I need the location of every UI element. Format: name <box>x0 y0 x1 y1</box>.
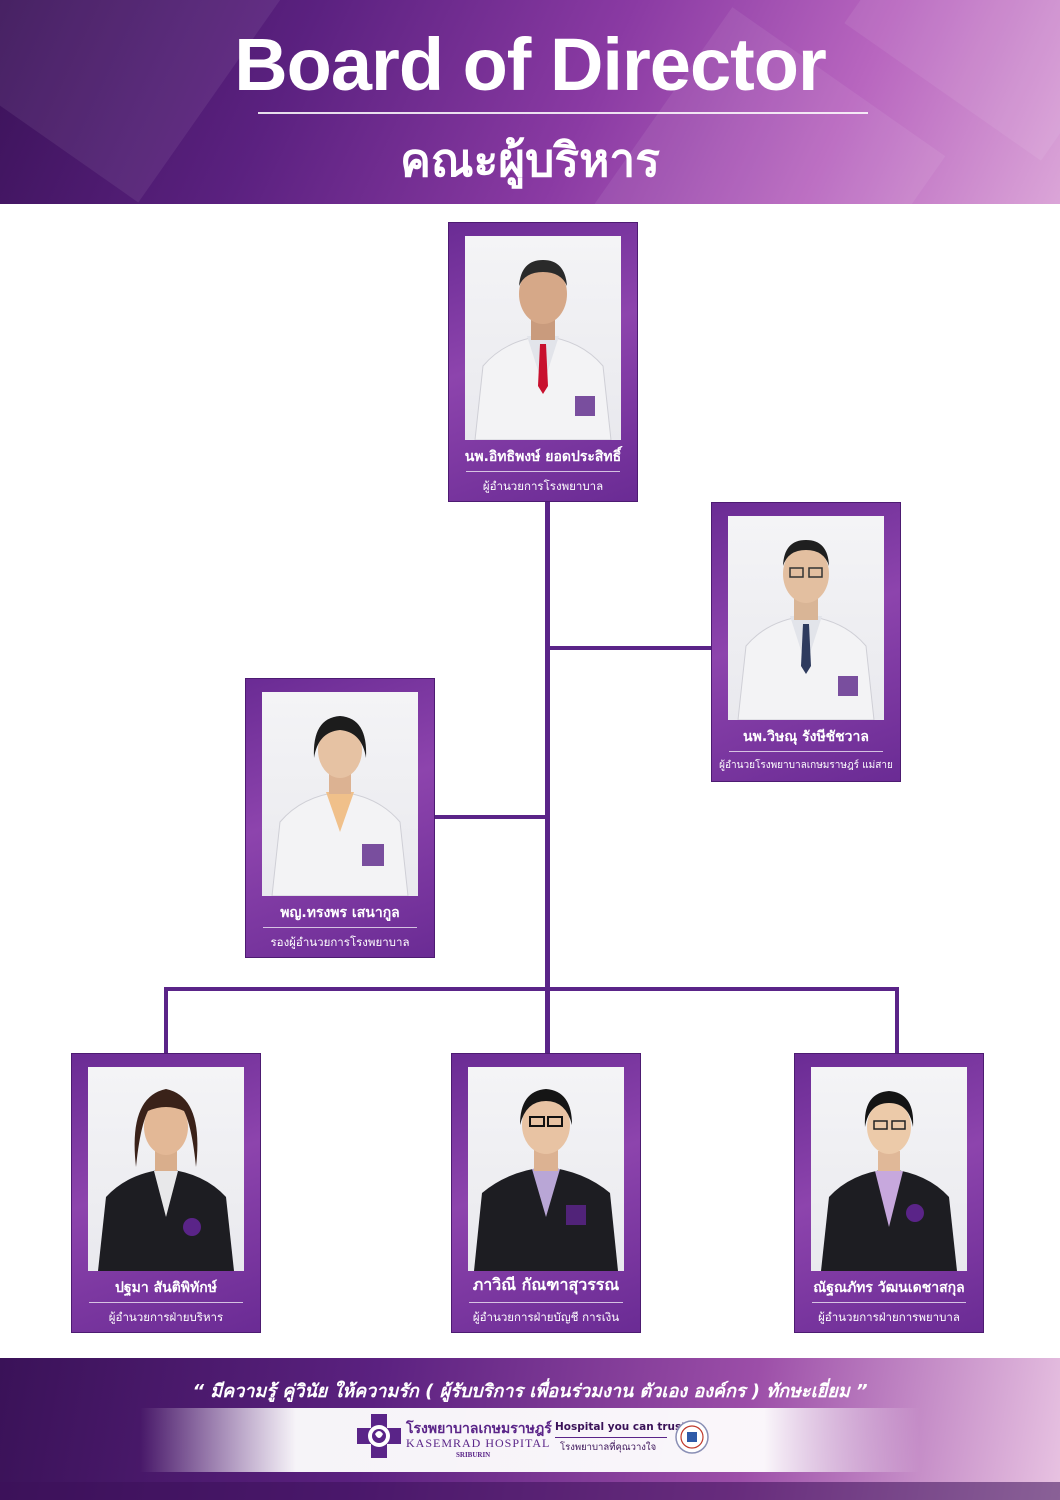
director-card: พญ.ทรงพร เสนากูล รองผู้อำนวยการโรงพยาบาล <box>245 678 435 958</box>
portrait-figure <box>474 1089 618 1271</box>
hospital-name-english: KASEMRAD HOSPITAL <box>406 1436 551 1450</box>
director-photo <box>88 1067 244 1271</box>
footer-bottom-band <box>0 1482 1060 1500</box>
card-divider <box>812 1302 966 1303</box>
page-subtitle: คณะผู้บริหาร <box>400 133 660 187</box>
director-photo <box>811 1067 967 1271</box>
director-card: นพ.วิษณุ รังษีชัชวาล ผู้อำนวยโรงพยาบาลเก… <box>711 502 901 782</box>
trunk-line <box>545 500 550 1055</box>
card-divider <box>89 1302 243 1303</box>
director-card: ณัฐณภัทร วัฒนเดชาสกุล ผู้อำนวยการฝ่ายการ… <box>794 1053 984 1333</box>
tagline-divider <box>555 1437 667 1438</box>
card-divider <box>729 751 883 752</box>
portrait-figure <box>98 1089 234 1271</box>
portrait-figure <box>737 540 875 720</box>
portrait-figure <box>271 716 409 896</box>
tagline-thai: โรงพยาบาลที่คุณวางใจ <box>560 1442 657 1453</box>
portrait-figure <box>474 260 612 440</box>
director-role: ผู้อำนวยโรงพยาบาลเกษมราษฎร์ แม่สาย <box>719 760 893 771</box>
hospital-logo-icon <box>357 1414 401 1458</box>
director-name: ภาวิณี กัณฑาสุวรรณ <box>472 1275 620 1294</box>
tagline-english: Hospital you can trust. <box>555 1421 691 1433</box>
drop-line-left <box>164 987 168 1055</box>
accreditation-badge-icon <box>675 1420 709 1454</box>
director-card: ปฐมา สันติพิทักษ์ ผู้อำนวยการฝ่ายบริหาร <box>71 1053 261 1333</box>
director-photo <box>262 692 418 896</box>
card-divider <box>263 927 417 928</box>
director-card: นพ.อิทธิพงษ์ ยอดประสิทธิ์ ผู้อำนวยการโรง… <box>448 222 638 502</box>
director-name: พญ.ทรงพร เสนากูล <box>280 905 400 921</box>
director-name: นพ.อิทธิพงษ์ ยอดประสิทธิ์ <box>464 449 622 465</box>
logo-strip <box>140 1408 920 1472</box>
card-divider <box>466 471 620 472</box>
branch-line-right <box>548 646 712 650</box>
hospital-branch: SRIBURIN <box>456 1451 491 1459</box>
director-photo <box>465 236 621 440</box>
header-banner: Board of Director คณะผู้บริหาร <box>0 0 1060 204</box>
director-role: ผู้อำนวยการฝ่ายบัญชี การเงิน <box>472 1310 620 1324</box>
director-role: ผู้อำนวยการฝ่ายการพยาบาล <box>818 1310 960 1324</box>
director-name: ณัฐณภัทร วัฒนเดชาสกุล <box>813 1280 965 1296</box>
hospital-motto: “ มีความรู้ คู่วินัย ให้ความรัก ( ผู้รับ… <box>192 1381 868 1402</box>
director-role: รองผู้อำนวยการโรงพยาบาล <box>270 935 410 949</box>
bottom-bar-line <box>164 987 899 991</box>
branch-line-left <box>434 815 548 819</box>
portrait-figure <box>821 1091 957 1271</box>
director-photo <box>468 1067 624 1271</box>
director-role: ผู้อำนวยการฝ่ายบริหาร <box>108 1310 224 1324</box>
footer-banner: “ มีความรู้ คู่วินัย ให้ความรัก ( ผู้รับ… <box>0 1358 1060 1500</box>
director-photo <box>728 516 884 720</box>
card-divider <box>469 1302 623 1303</box>
title-divider <box>258 112 868 114</box>
hospital-name-thai: โรงพยาบาลเกษมราษฎร์ <box>406 1421 552 1437</box>
drop-line-right <box>895 987 899 1055</box>
director-role: ผู้อำนวยการโรงพยาบาล <box>482 479 604 493</box>
page-title: Board of Director <box>234 23 827 106</box>
director-card: ภาวิณี กัณฑาสุวรรณ ผู้อำนวยการฝ่ายบัญชี … <box>451 1053 641 1333</box>
director-name: นพ.วิษณุ รังษีชัชวาล <box>743 729 869 745</box>
director-name: ปฐมา สันติพิทักษ์ <box>115 1280 217 1296</box>
